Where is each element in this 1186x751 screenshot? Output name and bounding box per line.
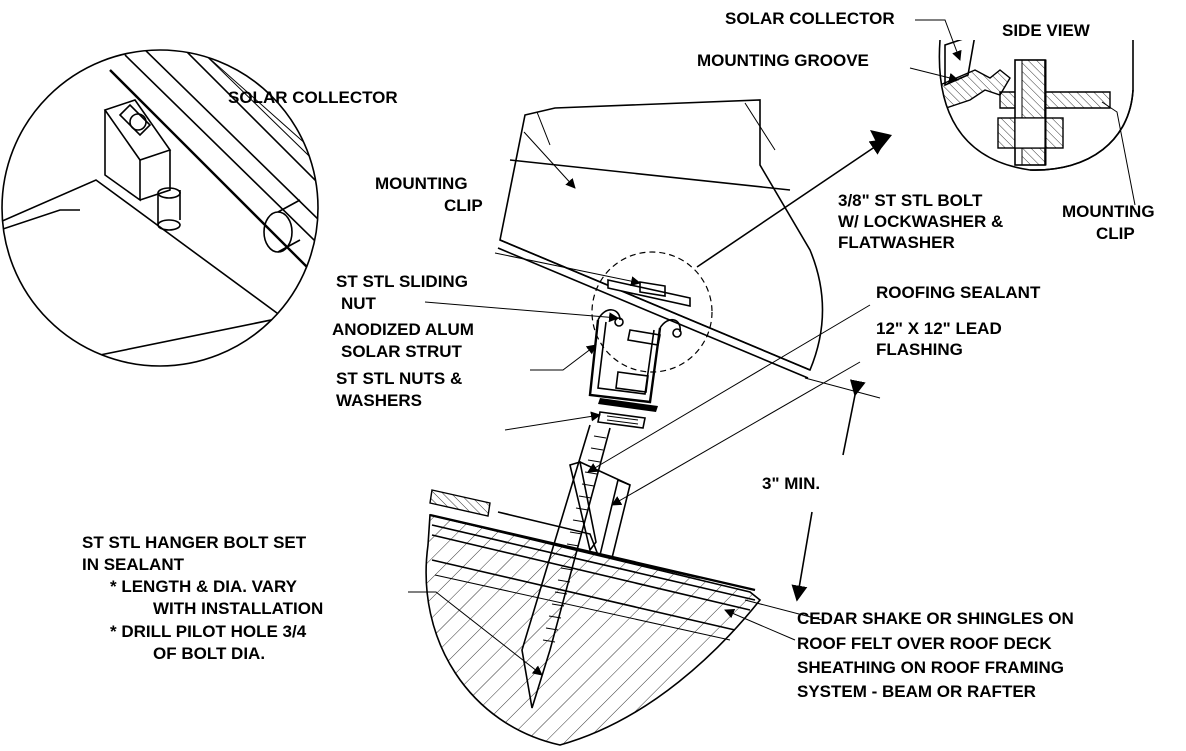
label-nuts-1: ST STL NUTS & — [336, 369, 462, 388]
label-flashing-2: FLASHING — [876, 340, 963, 359]
label-mounting-clip-left-2: CLIP — [444, 196, 483, 215]
text-labels: SOLAR COLLECTOR SIDE VIEW MOUNTING GROOV… — [82, 9, 1155, 701]
detail-circle-outline — [1, 49, 319, 367]
label-roof-4: SYSTEM - BEAM OR RAFTER — [797, 682, 1036, 701]
label-bolt-3: FLATWASHER — [838, 233, 955, 252]
label-roof-3: SHEATHING ON ROOF FRAMING — [797, 658, 1064, 677]
strut-assembly — [588, 279, 691, 429]
label-bolt-2: W/ LOCKWASHER & — [838, 212, 1003, 231]
label-strut-1: ANODIZED ALUM — [332, 320, 474, 339]
label-hanger-6: OF BOLT DIA. — [153, 644, 265, 663]
label-hanger-4: WITH INSTALLATION — [153, 599, 323, 618]
label-mounting-clip-right-2: CLIP — [1096, 224, 1135, 243]
label-mounting-clip-right-1: MOUNTING — [1062, 202, 1155, 221]
label-roofing-sealant: ROOFING SEALANT — [876, 283, 1041, 302]
label-hanger-5: * DRILL PILOT HOLE 3/4 — [110, 622, 307, 641]
label-roof-2: ROOF FELT OVER ROOF DECK — [797, 634, 1052, 653]
label-solar-collector-top: SOLAR COLLECTOR — [725, 9, 895, 28]
isometric-detail — [1, 49, 319, 367]
label-flashing-1: 12" X 12" LEAD — [876, 319, 1002, 338]
label-mounting-clip-left-1: MOUNTING — [375, 174, 468, 193]
detail-highlight-circle — [591, 251, 713, 373]
label-strut-2: SOLAR STRUT — [341, 342, 463, 361]
label-hanger-3: * LENGTH & DIA. VARY — [110, 577, 298, 596]
label-sliding-nut-2: NUT — [341, 294, 377, 313]
label-solar-collector-main: SOLAR COLLECTOR — [228, 88, 398, 107]
label-mounting-groove: MOUNTING GROOVE — [697, 51, 869, 70]
label-min-dimension: 3" MIN. — [762, 474, 820, 493]
side-view-detail — [938, 39, 1134, 171]
label-sliding-nut-1: ST STL SLIDING — [336, 272, 468, 291]
label-bolt-1: 3/8" ST STL BOLT — [838, 191, 983, 210]
label-hanger-2: IN SEALANT — [82, 555, 185, 574]
main-section — [425, 99, 881, 746]
roof-section — [425, 489, 762, 746]
label-side-view: SIDE VIEW — [1002, 21, 1091, 40]
leader-lines — [408, 19, 1136, 676]
label-nuts-2: WASHERS — [336, 391, 422, 410]
label-hanger-1: ST STL HANGER BOLT SET — [82, 533, 307, 552]
label-roof-1: CEDAR SHAKE OR SHINGLES ON — [797, 609, 1074, 628]
